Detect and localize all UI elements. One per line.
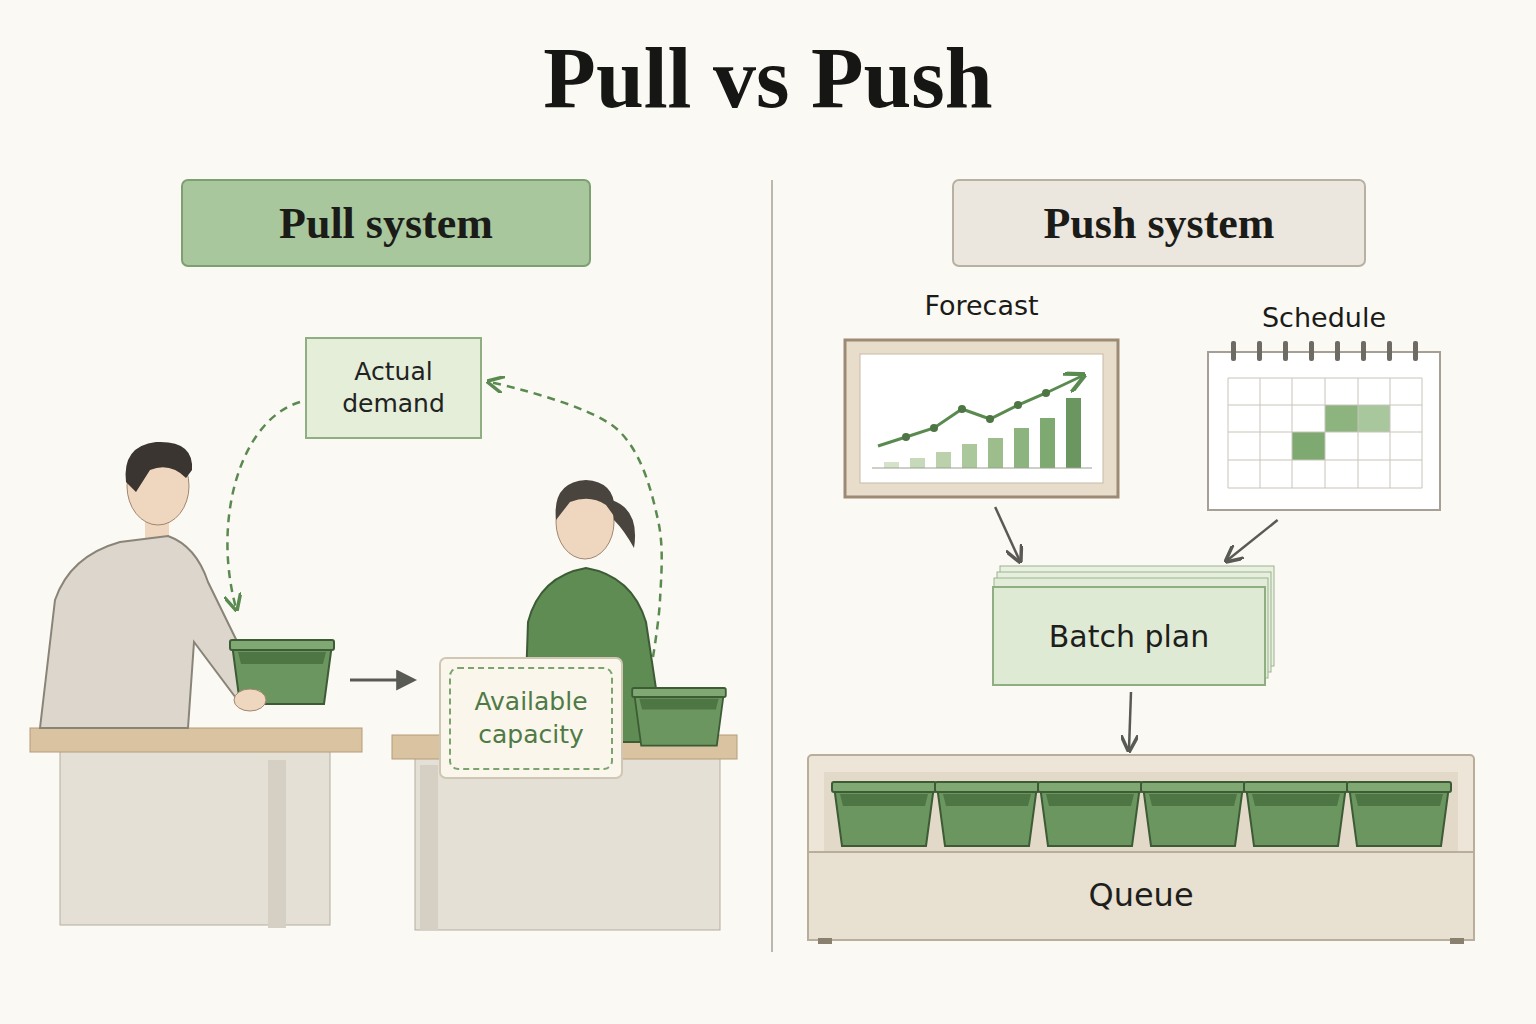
connector-arrow — [1129, 692, 1131, 749]
capacity-card — [440, 658, 622, 778]
connector-arrow — [995, 507, 1019, 560]
worker-figure — [40, 536, 252, 728]
demand-arrow — [227, 402, 300, 608]
schedule-calendar — [1325, 378, 1326, 488]
queue-tray — [824, 772, 1458, 852]
schedule-calendar — [1292, 378, 1293, 488]
bin — [1141, 782, 1245, 846]
schedule-calendar — [1422, 378, 1423, 488]
schedule-calendar — [1390, 378, 1391, 488]
schedule-calendar — [1387, 341, 1392, 361]
node-text: Actual demand — [315, 356, 472, 421]
forecast-chart — [986, 415, 994, 423]
schedule-calendar — [1228, 460, 1422, 461]
desk — [60, 750, 330, 925]
forecast-chart — [988, 438, 1003, 468]
forecast-chart — [1014, 401, 1022, 409]
forecast-chart — [860, 354, 1103, 483]
forecast-chart — [910, 458, 925, 468]
connector-arrow — [490, 382, 662, 657]
forecast-chart — [872, 468, 1092, 469]
schedule-calendar — [1358, 378, 1359, 488]
queue-tray — [808, 852, 1474, 940]
connector-arrow — [1228, 520, 1278, 560]
schedule-calendar — [1228, 488, 1422, 489]
capacity-card — [440, 658, 622, 778]
schedule-calendar — [1283, 341, 1288, 361]
demand-note: Actual demand — [305, 337, 482, 439]
forecast-chart — [845, 340, 1118, 497]
forecast-chart — [884, 462, 899, 468]
bin — [1244, 782, 1348, 846]
bin — [935, 782, 1039, 846]
desk — [30, 728, 362, 752]
node-text: Batch plan — [1049, 619, 1210, 654]
schedule-calendar — [1228, 432, 1422, 433]
forecast-chart — [1040, 418, 1055, 468]
schedule-calendar — [1361, 341, 1366, 361]
queue-tray — [1450, 938, 1464, 944]
schedule-calendar — [1231, 341, 1236, 361]
forecast-chart — [936, 452, 951, 468]
schedule-calendar — [1260, 378, 1261, 488]
schedule-calendar — [1228, 378, 1422, 379]
desk — [30, 728, 362, 928]
schedule-calendar — [1208, 341, 1440, 510]
node-text: Schedule — [1262, 302, 1386, 333]
capacity-box: Available capacity — [449, 667, 613, 770]
forecast-chart — [930, 424, 938, 432]
title: Pull vs Push — [0, 28, 1536, 128]
forecast-chart — [845, 340, 1118, 497]
worker-figure — [40, 442, 252, 728]
forecast-chart — [902, 433, 910, 441]
forecast-chart — [1066, 398, 1081, 468]
divider — [771, 180, 773, 952]
hand — [234, 689, 266, 711]
bin — [632, 688, 726, 746]
forecast-chart — [1042, 389, 1050, 397]
node-text: Pull system — [279, 198, 493, 249]
schedule-calendar — [1228, 378, 1229, 488]
schedule-calendar — [1335, 341, 1340, 361]
worker-figure — [612, 500, 635, 548]
bin — [832, 782, 936, 846]
queue-tray — [818, 938, 832, 944]
schedule-calendar — [1413, 341, 1418, 361]
schedule-calendar — [1292, 432, 1325, 460]
worker-figure — [126, 442, 193, 492]
forecast-chart — [958, 405, 966, 413]
desk — [415, 757, 720, 930]
schedule-calendar — [1208, 352, 1440, 510]
schedule-calendar — [1358, 405, 1390, 432]
desk — [420, 765, 438, 930]
queue-tray — [808, 755, 1474, 940]
schedule-calendar — [1325, 405, 1358, 432]
desk — [268, 760, 286, 928]
hand — [234, 689, 266, 711]
node-text: Available capacity — [457, 686, 605, 751]
forecast-chart — [878, 376, 1082, 446]
queue-tray: Queue — [808, 755, 1474, 940]
bin — [1038, 782, 1142, 846]
schedule-calendar — [1309, 341, 1314, 361]
node-text: Queue — [1088, 876, 1193, 914]
section-header: Pull system — [181, 179, 591, 267]
section-header: Push system — [952, 179, 1366, 267]
queue-tray — [808, 755, 1474, 944]
node-text: Push system — [1043, 198, 1274, 249]
forecast-chart: Forecast — [845, 340, 1118, 497]
worker-figure — [556, 480, 615, 520]
schedule-calendar — [1228, 405, 1422, 406]
handoff-arrow — [350, 679, 413, 682]
forecast-chart — [962, 444, 977, 468]
schedule-calendar — [1257, 341, 1262, 361]
node-text: Forecast — [924, 290, 1038, 321]
forecast-chart — [1014, 428, 1029, 468]
schedule-calendar: Schedule — [1208, 352, 1440, 510]
bin — [1347, 782, 1451, 846]
process-box: Batch plan — [992, 586, 1266, 686]
